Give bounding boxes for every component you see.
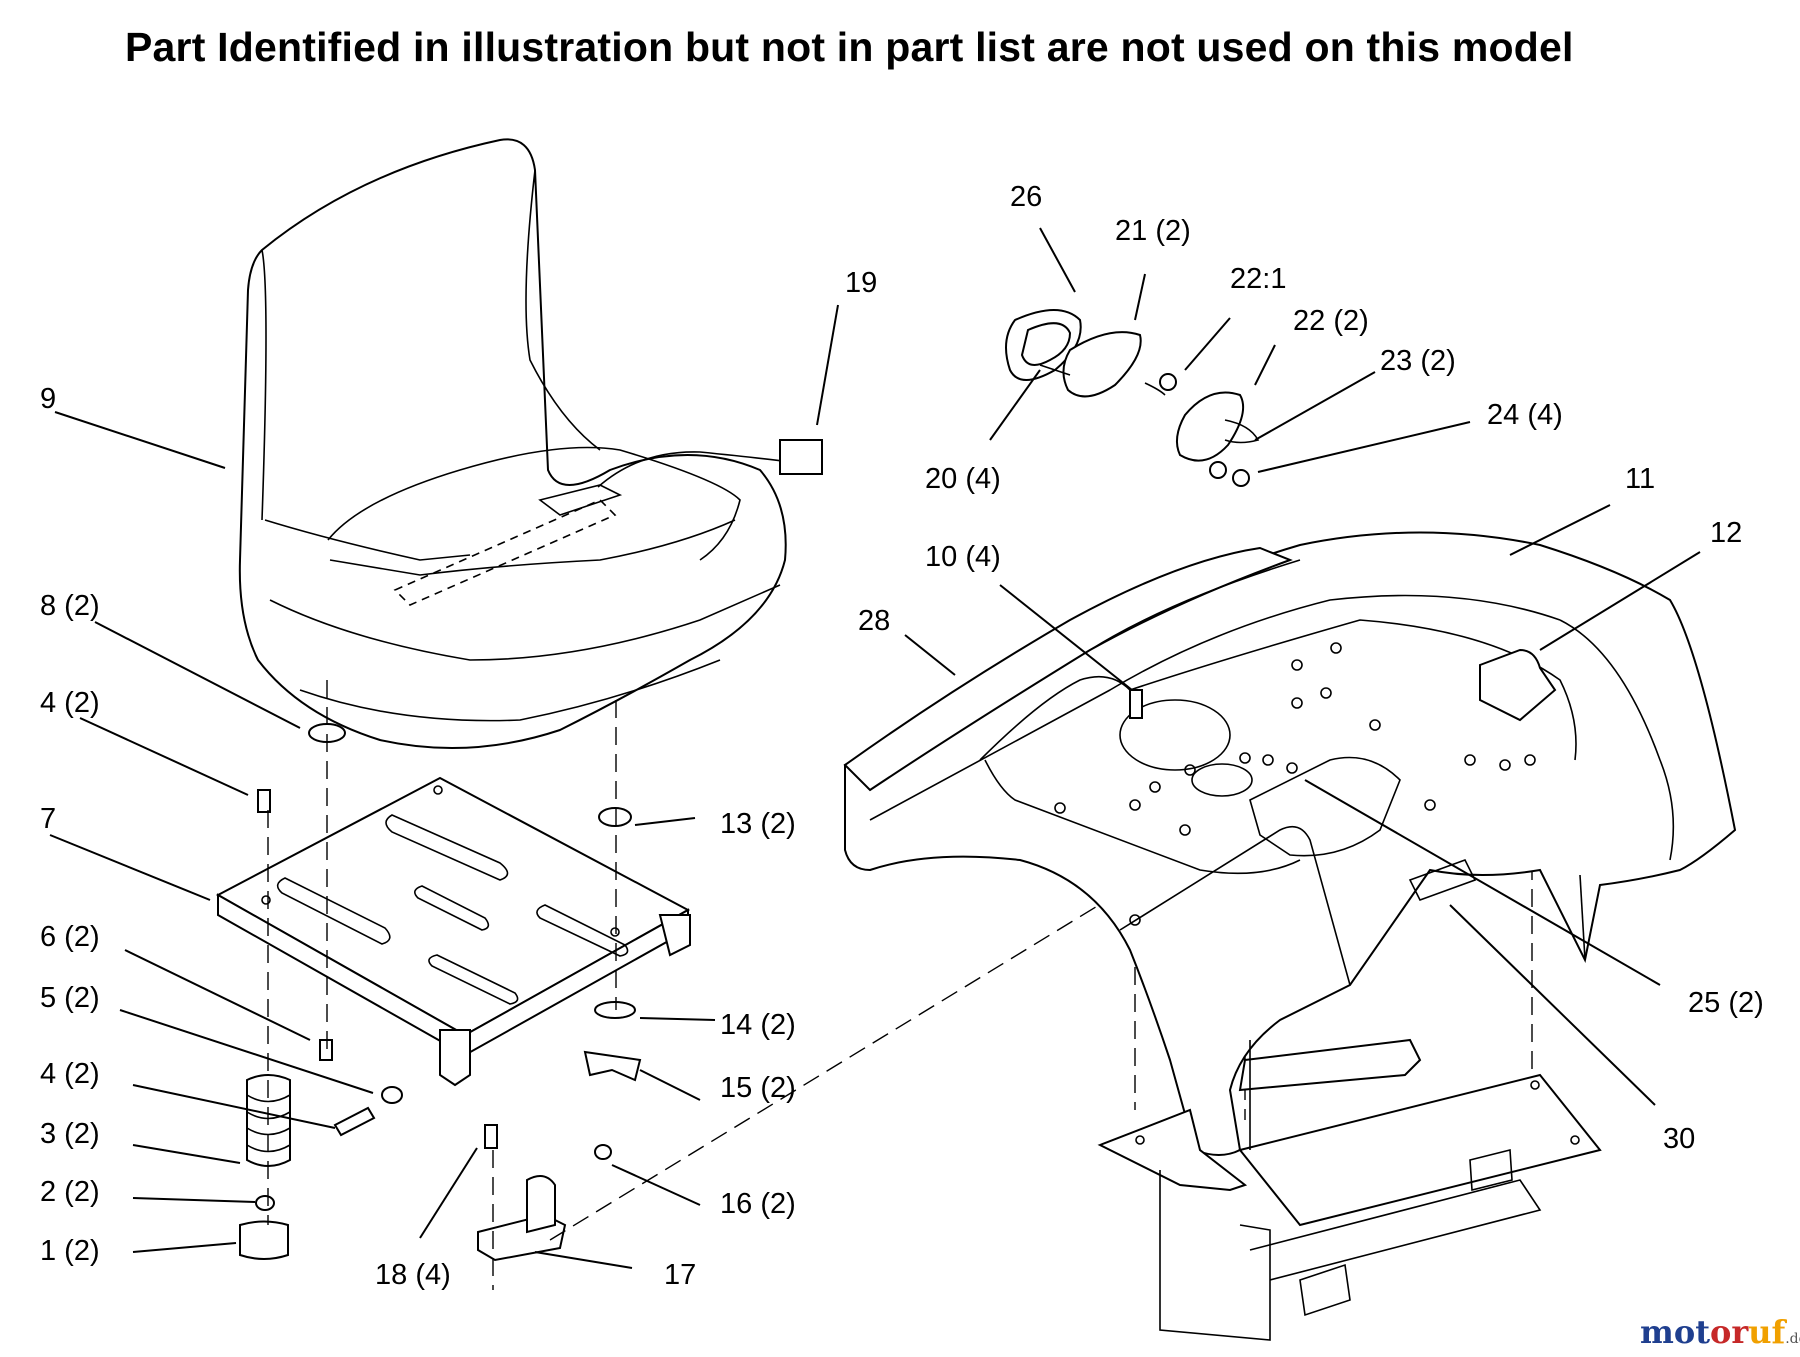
washer-5 [381, 1086, 403, 1104]
watermark-logo: motoruf.de [1640, 1313, 1800, 1351]
callout-19: 19 [845, 267, 877, 299]
callout-11: 11 [1625, 463, 1655, 495]
callout-1: 1 (2) [40, 1235, 100, 1267]
callout-5: 5 (2) [40, 982, 100, 1014]
bolt-4b [333, 1106, 376, 1137]
frame-base [1097, 1038, 1602, 1341]
callout-21: 21 (2) [1115, 215, 1191, 247]
callout-6: 6 (2) [40, 921, 100, 953]
bolt-18 [484, 1124, 498, 1149]
callout-4-lower: 4 (2) [40, 1058, 100, 1090]
spacer-13 [598, 807, 632, 827]
callout-3: 3 (2) [40, 1118, 100, 1150]
bulb-22-1 [1159, 373, 1177, 391]
callout-9: 9 [40, 383, 56, 415]
washer-14 [594, 1001, 636, 1019]
callout-2: 2 (2) [40, 1176, 100, 1208]
callout-7: 7 [40, 803, 56, 835]
callout-8: 8 (2) [40, 590, 100, 622]
callout-12: 12 [1710, 517, 1742, 549]
callout-26: 26 [1010, 181, 1042, 213]
fender-holes [1054, 642, 1557, 926]
callout-16: 16 (2) [720, 1188, 796, 1220]
callout-28: 28 [858, 605, 890, 637]
callout-30: 30 [1663, 1123, 1695, 1155]
bolt-6 [319, 1039, 333, 1061]
lens-21 [1062, 331, 1142, 398]
callout-22: 22 (2) [1293, 305, 1369, 337]
callout-15: 15 (2) [720, 1072, 796, 1104]
knob-15 [583, 1050, 642, 1082]
hood-edge-part-28 [843, 546, 1301, 792]
callout-22-1: 22:1 [1230, 263, 1286, 295]
callout-18: 18 (4) [375, 1259, 451, 1291]
callout-4-upper: 4 (2) [40, 687, 100, 719]
callout-14: 14 (2) [720, 1009, 796, 1041]
seat-part-9 [238, 138, 823, 749]
callout-13: 13 (2) [720, 808, 796, 840]
callout-17: 17 [664, 1259, 696, 1291]
leader-lines [49, 227, 1701, 1269]
nut-24 [1209, 461, 1227, 479]
nut-2 [255, 1195, 275, 1211]
cap-1 [239, 1220, 289, 1260]
lamp-housing-22 [1175, 391, 1244, 462]
bolt-4a [257, 789, 271, 813]
callout-24: 24 (4) [1487, 399, 1563, 431]
page-title: Part Identified in illustration but not … [125, 24, 1574, 70]
seat-hardware [239, 723, 642, 1262]
nut-16 [594, 1144, 612, 1160]
seat-plate-part-7 [215, 776, 691, 1087]
taillight-assembly [1005, 309, 1260, 487]
callout-10: 10 (4) [925, 541, 1001, 573]
callout-labels: 9 8 (2) 4 (2) 7 6 (2) 5 (2) 4 (2) 3 (2) … [40, 181, 1764, 1291]
callout-20: 20 (4) [925, 463, 1001, 495]
svg-text:motoruf.de: motoruf.de [1640, 1313, 1800, 1351]
callout-23: 23 (2) [1380, 345, 1456, 377]
callout-25: 25 (2) [1688, 987, 1764, 1019]
